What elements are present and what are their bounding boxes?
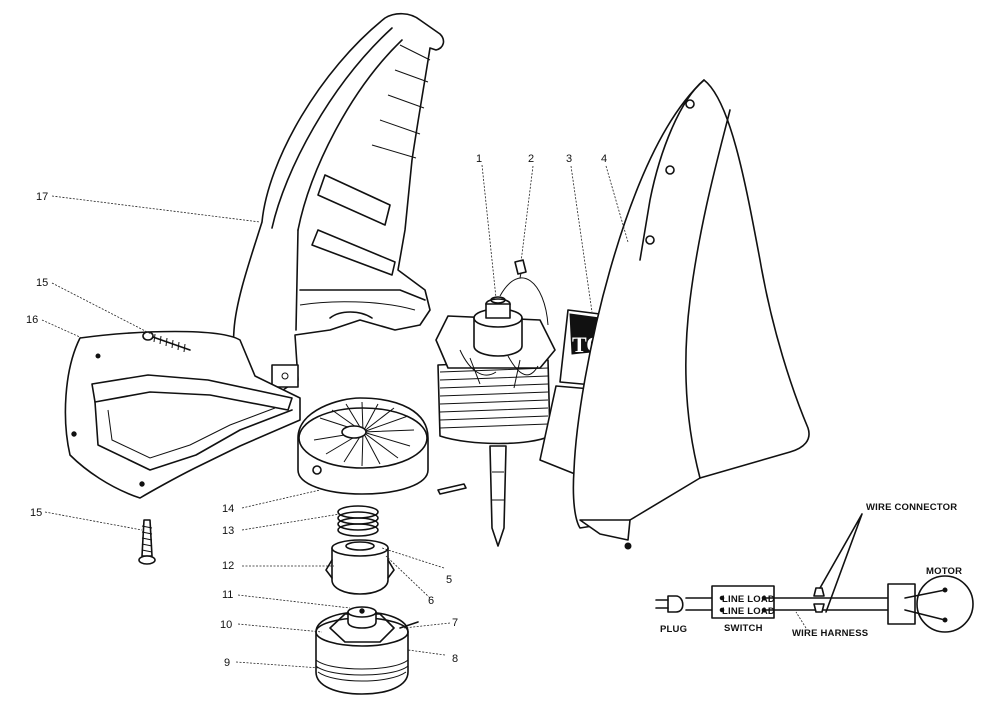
housing-lower-part-4	[572, 79, 810, 550]
switch-line-load-bottom: LINE LOAD	[722, 606, 775, 617]
spring-part-13	[337, 505, 379, 537]
spool-part-8	[315, 606, 419, 695]
leader-lines	[41, 164, 629, 669]
callout-12: 12	[222, 560, 234, 572]
label-plug: PLUG	[660, 624, 687, 635]
callout-15-lower: 15	[30, 507, 42, 519]
callout-3: 3	[566, 153, 572, 165]
fan-cover-part-14	[297, 397, 429, 495]
label-wire-connector: WIRE CONNECTOR	[866, 502, 957, 513]
callout-9: 9	[224, 657, 230, 669]
label-switch: SWITCH	[724, 623, 763, 634]
callout-6: 6	[428, 595, 434, 607]
callout-2: 2	[528, 153, 534, 165]
label-motor: MOTOR	[926, 566, 962, 577]
callout-11: 11	[222, 589, 233, 601]
motor-part-1	[435, 267, 556, 547]
screw-part-15-upper	[142, 331, 191, 353]
connector-top	[813, 587, 825, 597]
callout-8: 8	[452, 653, 458, 665]
motor-symbol	[916, 575, 974, 633]
callout-5: 5	[446, 574, 452, 586]
hub-part-12	[325, 539, 395, 595]
callout-17: 17	[36, 191, 48, 203]
label-wire-harness: WIRE HARNESS	[792, 628, 868, 639]
switch-box	[711, 585, 775, 619]
wire-connector-part-2	[514, 259, 527, 275]
callout-14: 14	[222, 503, 234, 515]
switch-line-load-top: LINE LOAD	[722, 594, 775, 605]
callout-13: 13	[222, 525, 234, 537]
housing-upper-part-17	[231, 12, 445, 393]
callout-10: 10	[220, 619, 232, 631]
deck-base-part-16	[64, 330, 301, 499]
plug-icon	[667, 595, 684, 613]
callout-7: 7	[452, 617, 458, 629]
callout-15-upper: 15	[36, 277, 48, 289]
callout-1: 1	[476, 153, 482, 165]
callout-4: 4	[601, 153, 607, 165]
connector-bottom	[813, 603, 825, 613]
callout-labels: 1 2 3 4 5 6 7 8 9 10 11 12 13 14 15 15 1…	[26, 153, 607, 669]
screw-part-15-lower	[138, 519, 156, 565]
callout-16: 16	[26, 314, 38, 326]
wiring-schematic: LINE LOAD LINE LOAD WIRE CONNECTOR MOTOR…	[655, 502, 974, 639]
